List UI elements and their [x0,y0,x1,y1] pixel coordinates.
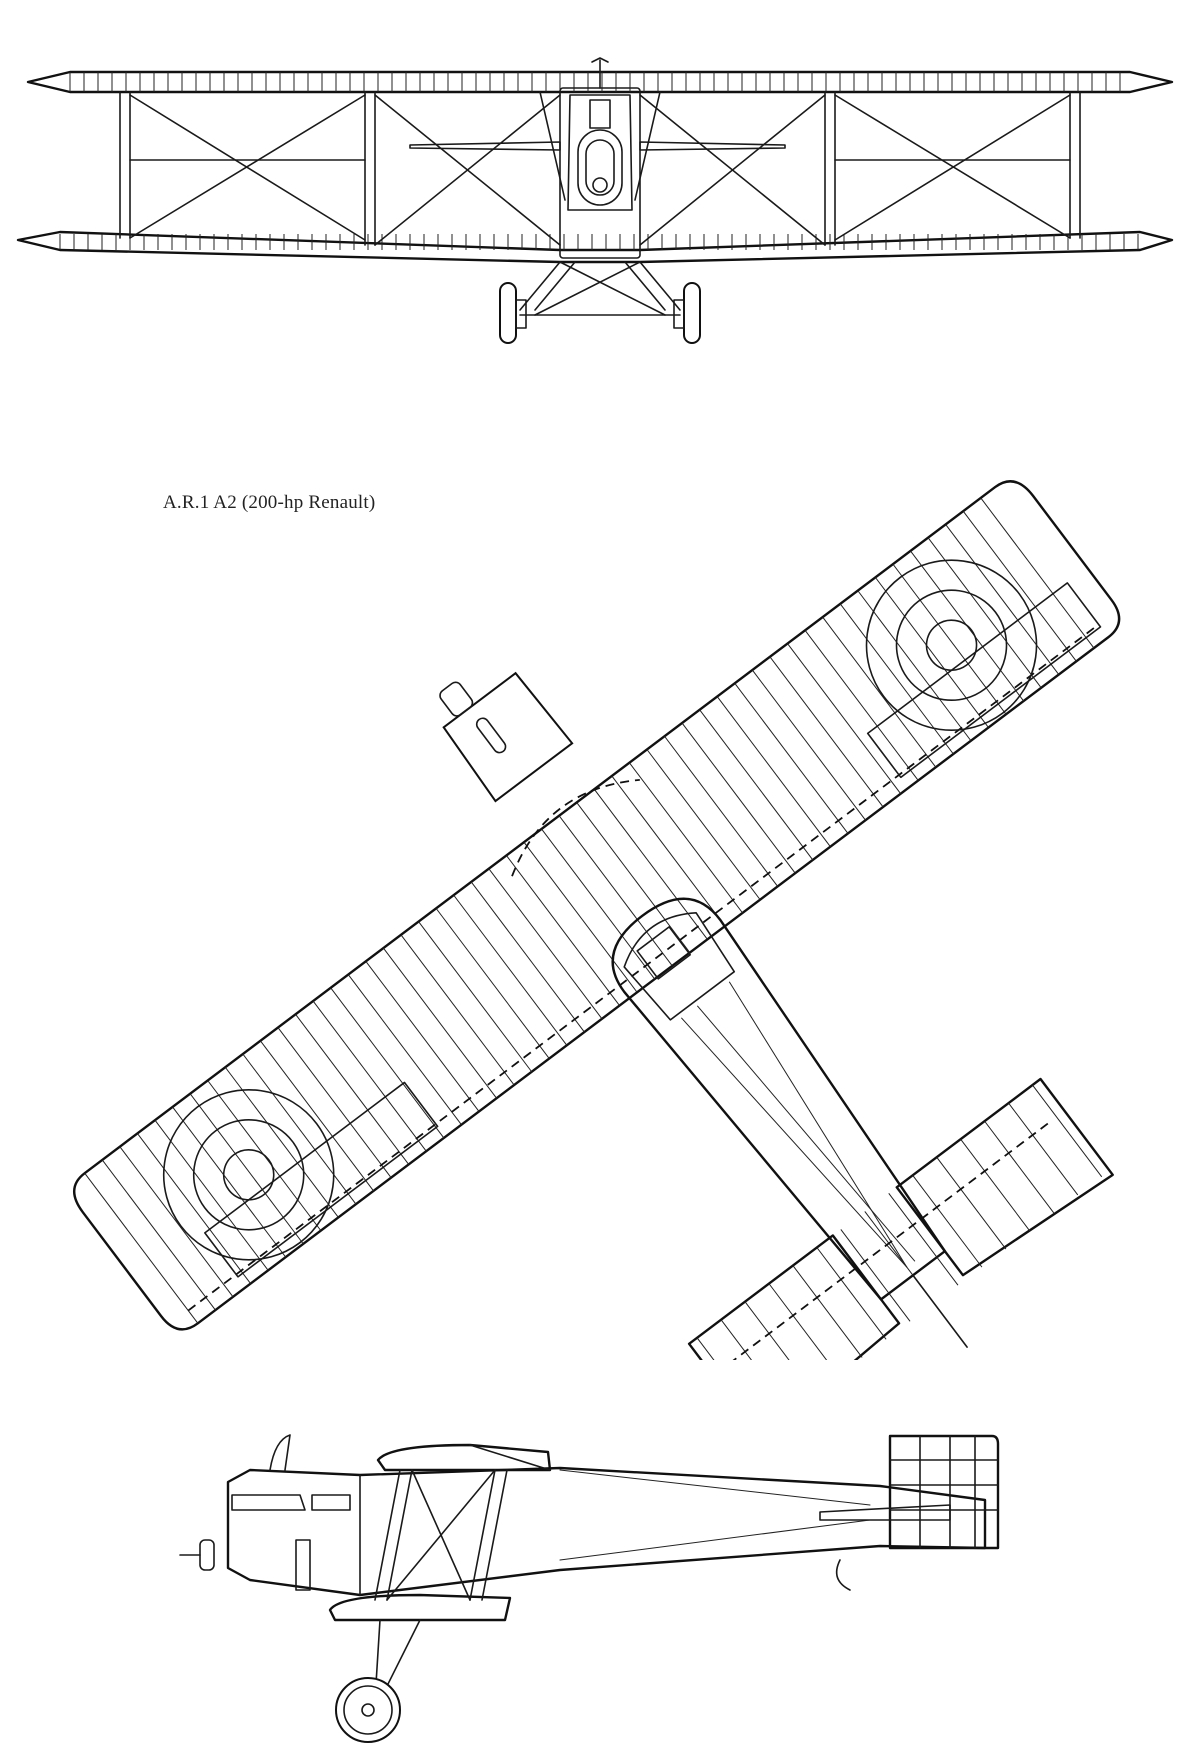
rib-line [576,802,691,953]
rib-line [716,696,831,847]
rib-line [435,908,550,1059]
rib-line [593,788,708,940]
plan-view [73,480,1121,1360]
rib-line [505,855,620,1006]
rib-line [260,1040,374,1192]
rib-line [734,682,849,834]
rib-line [840,1229,911,1322]
front-view [16,57,1174,344]
rib-line [119,1146,234,1298]
left-wheel [499,282,527,344]
rib-line [277,1027,392,1178]
right-wheel [673,282,701,344]
rib-line [189,1093,304,1245]
rib-line [646,749,761,900]
rib-line [744,1301,815,1360]
rib-line [154,1119,269,1271]
rib-line [312,1000,427,1152]
rib-line [945,524,1060,675]
rib-line [787,643,902,795]
rib-line [558,815,673,967]
rib-line [769,656,884,808]
rib-line [330,987,445,1139]
rib-line [1008,1102,1079,1196]
rib-line [224,1066,339,1218]
rib-line [347,974,462,1126]
rib-line [523,841,638,993]
rib-line [792,1265,863,1358]
wing [73,480,1121,1331]
rib-line [1032,1084,1103,1178]
rib-line [664,735,779,887]
rib-line [611,775,726,927]
rib-line [470,881,585,1033]
rib-line [720,1319,791,1360]
rib-line [84,1172,199,1324]
rib-line [541,828,656,980]
rib-line [295,1013,410,1165]
rib-line [804,630,919,781]
rib-line [628,762,743,914]
rib-line [960,1138,1031,1232]
tailplane [687,1077,1114,1360]
rib-line [488,868,603,1020]
rib-line [172,1106,287,1258]
rib-line [696,1337,767,1360]
rib-line [453,894,568,1046]
rib-line [857,590,972,742]
rib-line [822,616,937,768]
rib-line [962,510,1077,662]
fuselage [439,671,947,1301]
rib-line [383,947,497,1099]
rib-line [892,563,1007,715]
rib-line [681,722,796,874]
rib-line [101,1159,216,1311]
rib-line [816,1247,887,1340]
rib-line [927,537,1042,689]
rib-line [984,1120,1055,1214]
rib-line [912,1174,983,1268]
rib-line [888,1193,959,1286]
aircraft-caption: A.R.1 A2 (200-hp Renault) [163,492,376,513]
rib-line [768,1283,839,1360]
rib-line [699,709,814,861]
rib-line [980,497,1095,649]
rib-line [400,934,515,1086]
rib-line [751,669,866,821]
main-wheel [335,1677,401,1743]
rib-line [365,961,480,1112]
rib-line [418,921,533,1073]
rib-line [874,577,989,728]
rib-line [936,1156,1007,1250]
rib-line [242,1053,357,1205]
